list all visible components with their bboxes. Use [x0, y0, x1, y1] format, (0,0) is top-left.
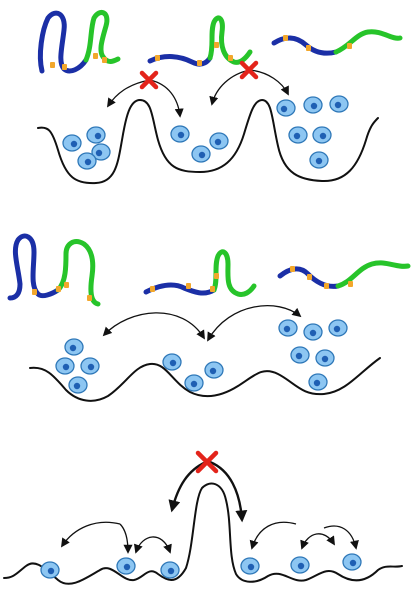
cell-cluster [62, 126, 111, 170]
cell [55, 357, 75, 375]
chromatin-marker [283, 35, 288, 41]
cell [303, 96, 323, 114]
cell [329, 95, 349, 113]
chromatin-segment-b [335, 260, 411, 289]
transition-arrow [249, 69, 289, 96]
chromatin-marker [210, 286, 215, 292]
cell [315, 349, 335, 367]
cell-cluster [278, 319, 348, 391]
chromatin-marker [290, 266, 295, 272]
cell [342, 553, 362, 571]
cell [62, 134, 82, 152]
chromatin-marker [197, 60, 202, 66]
chromatin-segment-b [333, 29, 403, 55]
cell [303, 323, 323, 341]
cell [68, 376, 88, 394]
chromatin-marker [307, 274, 312, 280]
chromatin-marker [324, 283, 329, 289]
chromatin-marker [93, 53, 98, 59]
chromatin-open [271, 29, 403, 56]
blocked-transition-mark [139, 70, 159, 90]
transition-arrow [149, 79, 184, 118]
cell-cluster [170, 125, 229, 163]
transition-arrow [133, 536, 172, 554]
cell [40, 561, 60, 579]
cell [116, 557, 136, 575]
transition-arrow [207, 305, 302, 342]
cell-cluster [55, 338, 100, 394]
cell [290, 346, 310, 364]
cell [80, 357, 100, 375]
cell [209, 132, 229, 150]
cell [290, 556, 310, 574]
cell [204, 361, 224, 379]
landscape-bottom [3, 482, 403, 585]
chromatin-marker [155, 55, 160, 61]
transition-arrow [60, 521, 121, 548]
cell [278, 319, 298, 337]
chromatin-marker [64, 282, 69, 288]
chromatin-marker [62, 64, 67, 70]
cell [288, 126, 308, 144]
cell [170, 125, 190, 143]
top-panel [37, 10, 403, 185]
cell-cluster [162, 353, 224, 392]
bottom-panel [3, 450, 403, 585]
landscape-middle [29, 357, 381, 402]
blocked-transition-mark [195, 450, 219, 474]
chromatin-partly-open [143, 249, 257, 297]
chromatin-partly-open [147, 15, 253, 67]
cell-cluster [276, 95, 349, 169]
cell [328, 319, 348, 337]
cell [64, 338, 84, 356]
chromatin-marker [186, 283, 191, 289]
transition-arrow [249, 521, 297, 550]
middle-panel [7, 233, 411, 402]
transition-arrow [300, 533, 335, 550]
transition-arrow [209, 460, 248, 523]
chromatin-marker [102, 57, 107, 63]
chromatin-marker [32, 289, 37, 295]
chromatin-open [277, 260, 411, 289]
cell [309, 151, 329, 169]
cell [162, 353, 182, 371]
chromatin-marker [347, 43, 352, 49]
chromatin-marker [56, 286, 61, 292]
transition-arrow [323, 525, 359, 550]
chromatin-segment-a [147, 54, 213, 67]
transition-arrow [119, 523, 133, 554]
chromatin-marker [228, 55, 233, 61]
blocked-transition-mark [239, 60, 259, 80]
cell-cluster [40, 553, 362, 579]
cell [191, 145, 211, 163]
cell [312, 126, 332, 144]
chromatin-segment-b [55, 239, 101, 307]
chromatin-marker [87, 295, 92, 301]
cell [77, 152, 97, 170]
chromatin-marker [214, 42, 219, 48]
chromatin-marker [348, 281, 353, 287]
chromatin-marker [50, 62, 55, 68]
chromatin-segment-a [143, 282, 217, 296]
transition-arrow [102, 312, 205, 340]
cell [240, 557, 260, 575]
cell [184, 374, 204, 392]
landscape-top [37, 99, 379, 185]
chromatin-looped [7, 233, 101, 307]
chromatin-segment-a [37, 10, 89, 74]
chromatin-segment-b [211, 249, 257, 297]
chromatin-looped [37, 10, 121, 74]
chromatin-segment-b [207, 15, 253, 65]
cell [308, 373, 328, 391]
chromatin-marker [306, 45, 311, 51]
chromatin-segment-b [83, 10, 121, 64]
cell [276, 99, 296, 117]
chromatin-marker [214, 273, 219, 279]
cell [160, 561, 180, 579]
cell [86, 126, 106, 144]
cell [91, 143, 111, 161]
chromatin-segment-a [7, 233, 61, 301]
chromatin-marker [150, 286, 155, 292]
